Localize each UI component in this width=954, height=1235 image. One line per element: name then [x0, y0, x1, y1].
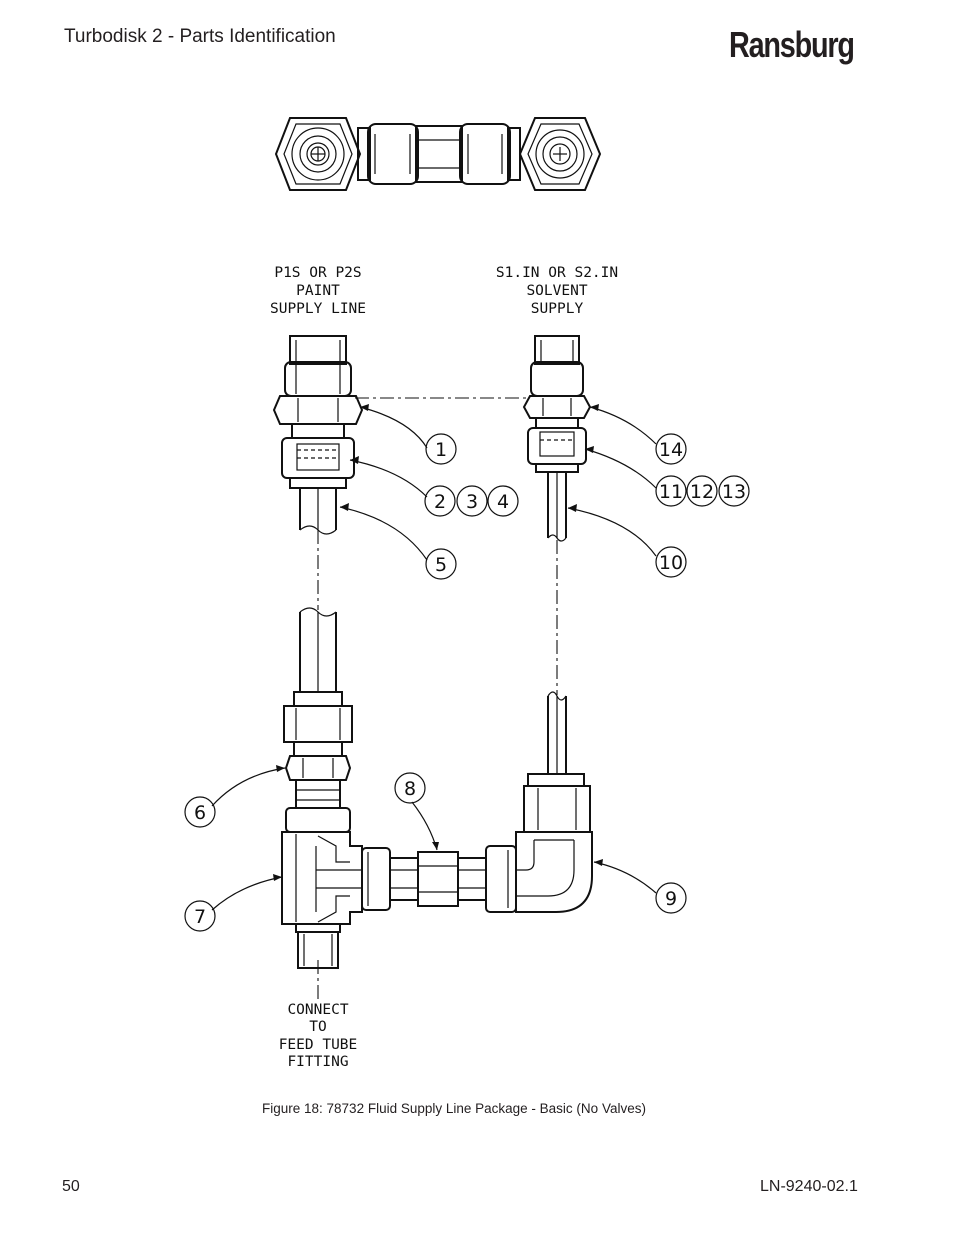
callout-balloons: 1 2 3 4 5 6 7 8 9 10 11 12 13 14: [184, 433, 750, 932]
callout-7: 7: [184, 900, 216, 932]
callout-8: 8: [394, 772, 426, 804]
page-number: 50: [62, 1178, 80, 1195]
callout-2: 2: [424, 485, 456, 517]
svg-text:2: 2: [434, 491, 446, 513]
svg-text:8: 8: [404, 778, 416, 800]
svg-text:SOLVENT: SOLVENT: [526, 283, 587, 299]
connect-feed-tube-label: CONNECT TO FEED TUBE FITTING: [279, 1002, 358, 1070]
callout-1: 1: [425, 433, 457, 465]
svg-text:5: 5: [435, 554, 447, 576]
svg-text:TO: TO: [309, 1019, 326, 1035]
callout-13: 13: [718, 475, 750, 507]
svg-text:CONNECT: CONNECT: [287, 1002, 348, 1018]
svg-text:3: 3: [466, 491, 478, 513]
svg-text:12: 12: [690, 481, 714, 503]
figure-caption: Figure 18: 78732 Fluid Supply Line Packa…: [262, 1101, 646, 1116]
callout-6: 6: [184, 796, 216, 828]
svg-text:1: 1: [435, 439, 447, 461]
solvent-supply-label: S1.IN OR S2.IN SOLVENT SUPPLY: [496, 265, 618, 317]
callout-12: 12: [686, 475, 718, 507]
solvent-lower-assembly: [515, 691, 593, 913]
svg-text:SUPPLY: SUPPLY: [531, 301, 584, 317]
svg-text:14: 14: [659, 439, 683, 461]
svg-text:P1S OR P2S: P1S OR P2S: [274, 265, 361, 281]
callout-11: 11: [655, 475, 687, 507]
document-id: LN-9240-02.1: [760, 1178, 858, 1195]
svg-text:11: 11: [659, 481, 683, 503]
svg-text:FITTING: FITTING: [287, 1054, 348, 1070]
svg-text:7: 7: [194, 906, 206, 928]
svg-text:10: 10: [659, 552, 683, 574]
callout-9: 9: [655, 882, 687, 914]
callout-14: 14: [655, 433, 687, 465]
svg-text:FEED TUBE: FEED TUBE: [279, 1037, 358, 1053]
svg-text:13: 13: [722, 481, 746, 503]
paint-lower-assembly: [281, 607, 363, 969]
svg-text:6: 6: [194, 802, 206, 824]
callout-4: 4: [487, 485, 519, 517]
paint-upper-fittings: [272, 335, 364, 535]
top-view-assembly: [274, 117, 602, 191]
callout-10: 10: [655, 546, 687, 578]
callout-5: 5: [425, 548, 457, 580]
brand-logo: Ransburg: [729, 24, 855, 65]
callout-3: 3: [456, 485, 488, 517]
svg-text:PAINT: PAINT: [296, 283, 340, 299]
paint-supply-label: P1S OR P2S PAINT SUPPLY LINE: [270, 265, 366, 317]
svg-text:9: 9: [665, 888, 677, 910]
svg-text:4: 4: [497, 491, 509, 513]
horizontal-connector: [361, 845, 517, 913]
solvent-upper-fittings: [522, 335, 592, 542]
svg-text:S1.IN OR S2.IN: S1.IN OR S2.IN: [496, 265, 618, 281]
svg-text:SUPPLY LINE: SUPPLY LINE: [270, 301, 366, 317]
page-header-title: Turbodisk 2 - Parts Identification: [64, 26, 336, 47]
leader-lines: [211, 404, 657, 911]
